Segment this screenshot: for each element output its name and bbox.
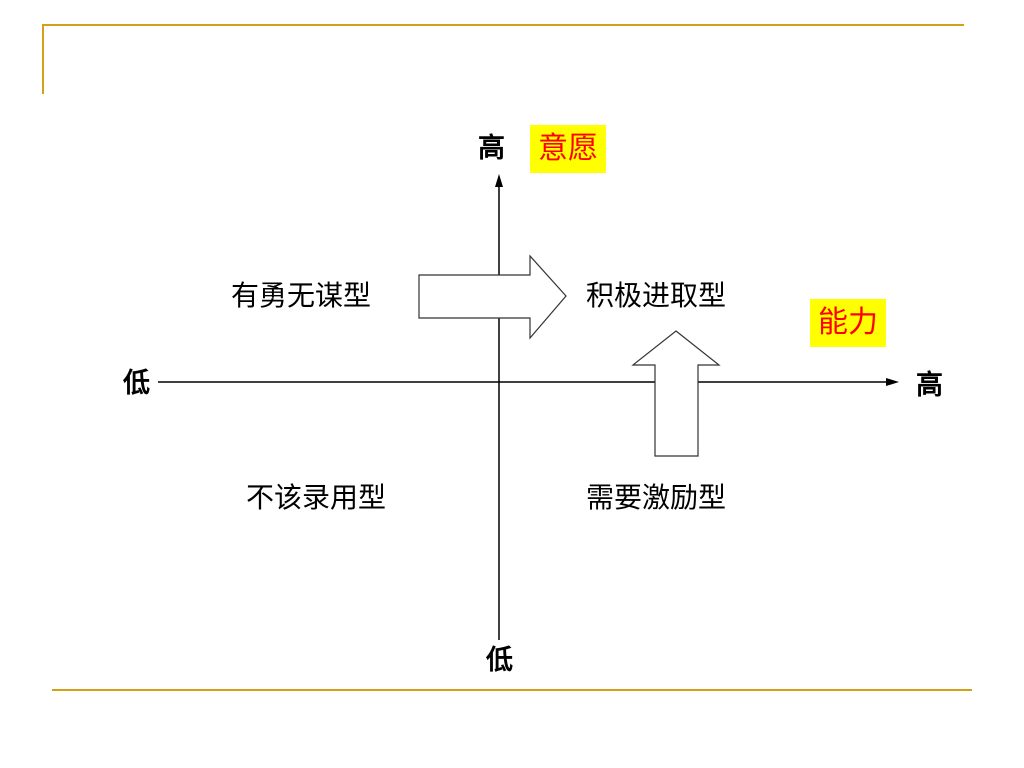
quadrant-bottom-right-label: 需要激励型 (586, 481, 727, 514)
left-border-line (42, 24, 44, 94)
bottom-border-line (52, 689, 972, 691)
vertical-axis-high-label: 高 (478, 133, 505, 164)
horizontal-axis-arrowhead (886, 378, 899, 386)
quadrant-top-left-label: 有勇无谋型 (231, 279, 372, 312)
ability-axis-tag: 能力 (810, 299, 886, 347)
quadrant-bottom-left-label: 不该录用型 (246, 481, 387, 514)
right-block-arrow (418, 254, 567, 340)
vertical-axis-arrowhead (495, 174, 503, 187)
top-border-line (42, 24, 964, 26)
vertical-axis-low-label: 低 (486, 645, 513, 676)
quadrant-top-right-label: 积极进取型 (586, 279, 727, 312)
willingness-axis-tag: 意愿 (530, 125, 606, 173)
up-block-arrow (631, 330, 721, 457)
horizontal-axis-high-label: 高 (916, 370, 943, 401)
horizontal-axis-low-label: 低 (123, 368, 150, 399)
